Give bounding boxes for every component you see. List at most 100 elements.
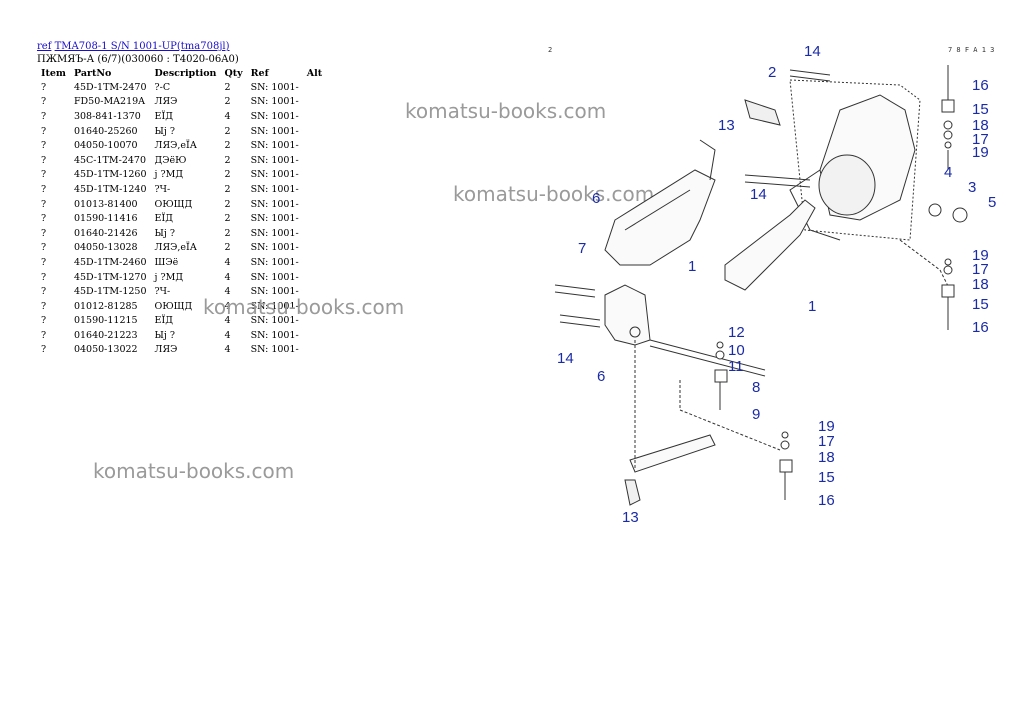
callout-number: 6	[592, 190, 600, 207]
description-cell: ШЭё	[154, 256, 179, 268]
ref-cell: SN: 1001-	[250, 242, 299, 254]
ref-cell: SN: 1001-	[250, 81, 299, 93]
corner-mark: 2	[548, 46, 552, 54]
qty-cell: 2	[224, 169, 231, 181]
callout-number: 14	[804, 43, 821, 60]
alt-cell	[303, 284, 326, 299]
callout-number: 15	[972, 296, 989, 313]
callout-number: 12	[728, 324, 745, 341]
description-cell: ?-С	[154, 81, 171, 93]
item-cell: ?	[41, 227, 47, 239]
description-cell: ?Ч-	[154, 286, 171, 298]
callout-number: 18	[818, 449, 835, 466]
description-cell: ЕЇД	[154, 213, 173, 225]
ref-cell: SN: 1001-	[250, 198, 299, 210]
qty-cell: 4	[224, 329, 231, 341]
ref-cell: SN: 1001-	[250, 227, 299, 239]
ref-cell: SN: 1001-	[250, 315, 299, 327]
qty-cell: 4	[224, 271, 231, 283]
corner-marks: 2 7 8 F A 1 3	[548, 46, 994, 54]
callout-number: 11	[728, 358, 744, 375]
ref-cell: SN: 1001-	[250, 154, 299, 166]
ref-cell: SN: 1001-	[250, 344, 299, 356]
ref-link[interactable]: ref	[37, 41, 52, 52]
partno-cell: 01012-81285	[73, 300, 138, 312]
ref-cell: SN: 1001-	[250, 213, 299, 225]
callout-number: 19	[972, 247, 989, 264]
callout-number: 18	[972, 276, 989, 293]
partno-cell: 45D-1TM-1240	[73, 183, 147, 195]
item-cell: ?	[41, 329, 47, 341]
partno-cell: 01640-25260	[73, 125, 138, 137]
partno-cell: 01640-21426	[73, 227, 138, 239]
alt-cell	[303, 109, 326, 124]
partno-cell: 04050-13022	[73, 344, 138, 356]
partno-cell: 308-841-1370	[73, 110, 141, 122]
diagram-linework	[554, 65, 968, 506]
description-cell: ј ?МД	[154, 271, 184, 283]
ref-cell: SN: 1001-	[250, 125, 299, 137]
diagram-callouts: 1421615181719136114435191718151671146121…	[557, 43, 996, 526]
qty-cell: 2	[224, 140, 231, 152]
description-cell: ЛЯЭ	[154, 344, 178, 356]
description-cell: ?Ч-	[154, 183, 171, 195]
description-cell: Ыј ?	[154, 227, 175, 239]
callout-number: 5	[988, 194, 996, 211]
col-alt: Alt	[306, 67, 323, 79]
callout-number: 9	[752, 406, 760, 423]
callout-number: 13	[718, 117, 735, 134]
ref-cell: SN: 1001-	[250, 96, 299, 108]
callout-number: 15	[972, 101, 989, 118]
qty-cell: 2	[224, 125, 231, 137]
model-link[interactable]: TMA708-1 S/N 1001-UP(tma708jl)	[54, 41, 230, 52]
description-cell: ЕЇД	[154, 110, 173, 122]
callout-number: 16	[972, 77, 989, 94]
item-cell: ?	[41, 300, 47, 312]
item-cell: ?	[41, 110, 47, 122]
callout-number: 19	[972, 144, 989, 161]
callout-number: 14	[557, 350, 574, 367]
qty-cell: 4	[224, 110, 231, 122]
callout-number: 10	[728, 342, 745, 359]
description-cell: Ыј ?	[154, 329, 175, 341]
partno-cell: 04050-13028	[73, 242, 138, 254]
ref-cell: SN: 1001-	[250, 183, 299, 195]
alt-cell	[303, 211, 326, 226]
item-cell: ?	[41, 140, 47, 152]
qty-cell: 4	[224, 300, 231, 312]
qty-cell: 4	[224, 256, 231, 268]
alt-cell	[303, 168, 326, 183]
qty-cell: 4	[224, 286, 231, 298]
ref-cell: SN: 1001-	[250, 329, 299, 341]
item-cell: ?	[41, 198, 47, 210]
table-header-row: Item PartNo Description Qty Ref Alt	[37, 66, 326, 80]
col-partno: PartNo	[73, 67, 112, 79]
partno-cell: 04050-10070	[73, 140, 138, 152]
callout-number: 7	[578, 240, 586, 257]
partno-cell: 01590-11215	[73, 315, 138, 327]
item-cell: ?	[41, 81, 47, 93]
alt-cell	[303, 328, 326, 343]
parts-table: Item PartNo Description Qty Ref Alt ?45D…	[37, 66, 326, 357]
item-cell: ?	[41, 271, 47, 283]
callout-number: 15	[818, 469, 835, 486]
partno-cell: 45D-1TM-2460	[73, 256, 147, 268]
partno-cell: 45D-1TM-1260	[73, 169, 147, 181]
partno-cell: FD50-MA219A	[73, 96, 146, 108]
description-cell: ОЮЩД	[154, 198, 193, 210]
